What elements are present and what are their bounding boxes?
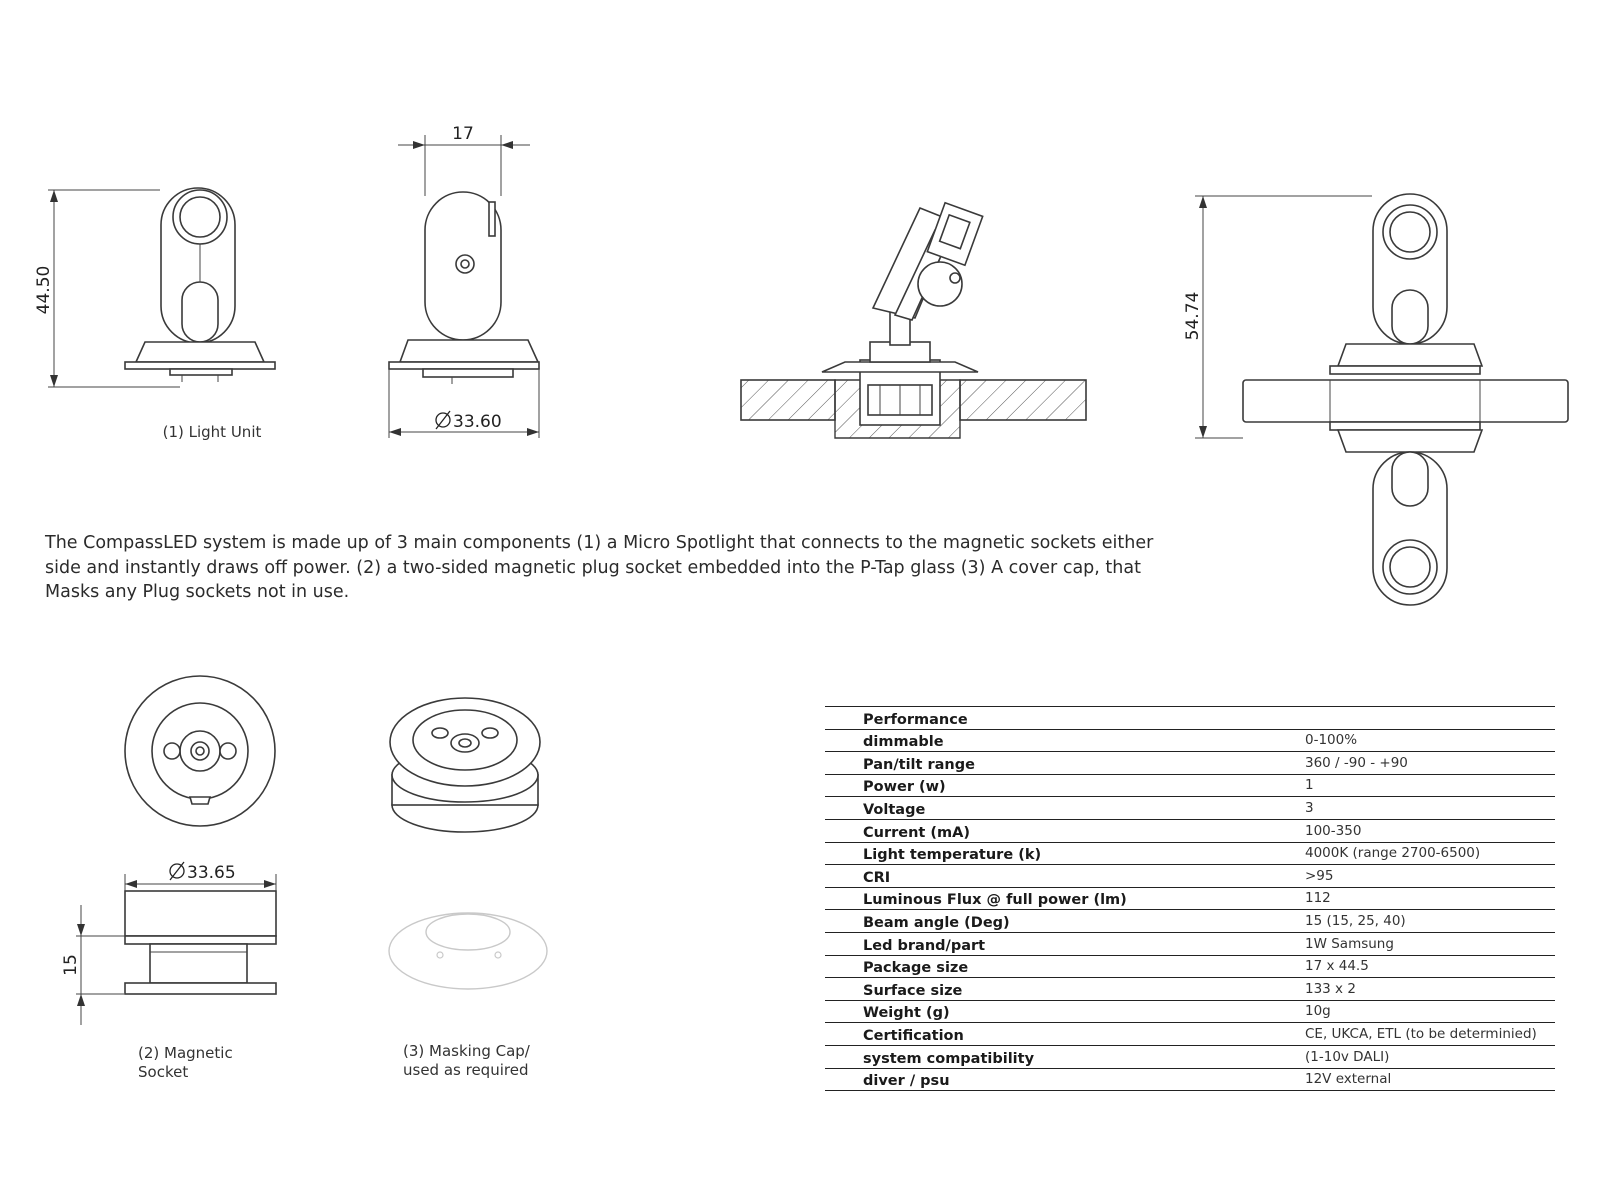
dim-15-label: 15 bbox=[61, 954, 81, 976]
spec-value: CE, UKCA, ETL (to be determinied) bbox=[1305, 1025, 1537, 1042]
spec-header-row: Performance bbox=[825, 706, 1555, 730]
caption-light-unit: (1) Light Unit bbox=[163, 423, 262, 441]
spec-header: Performance bbox=[863, 711, 968, 728]
caption-magnetic-socket: (2) Magnetic Socket bbox=[138, 1044, 233, 1082]
spec-row: system compatibility (1-10v DALI) bbox=[825, 1046, 1555, 1069]
spec-property: Led brand/part bbox=[863, 937, 986, 954]
spec-value: 15 (15, 25, 40) bbox=[1305, 912, 1406, 929]
section-view bbox=[740, 201, 1087, 439]
height-dimension-54-74: 54.74 bbox=[1183, 195, 1372, 439]
spec-row: dimmable 0-100% bbox=[825, 730, 1555, 753]
dim-44-50-label: 44.50 bbox=[34, 266, 54, 315]
spec-row: Power (w) 1 bbox=[825, 775, 1555, 798]
spec-value: 12V external bbox=[1305, 1071, 1392, 1088]
dim-54-74-label: 54.74 bbox=[1183, 292, 1203, 341]
spec-property: Power (w) bbox=[863, 779, 946, 796]
spec-property: system compatibility bbox=[863, 1050, 1035, 1067]
description-line-2: side and instantly draws off power. (2) … bbox=[45, 557, 1141, 578]
spec-property: Light temperature (k) bbox=[863, 847, 1042, 864]
spec-property: diver / psu bbox=[863, 1073, 950, 1090]
caption-socket-line-1: (2) Magnetic bbox=[138, 1044, 233, 1062]
spec-value: 0-100% bbox=[1305, 732, 1358, 749]
caption-socket-line-2: Socket bbox=[138, 1063, 189, 1081]
spec-property: CRI bbox=[863, 869, 891, 886]
spec-property: dimmable bbox=[863, 734, 944, 751]
spec-value: 1W Samsung bbox=[1305, 935, 1394, 952]
light-unit-front-view bbox=[124, 187, 276, 382]
dim-33-65-label: 33.65 bbox=[187, 863, 236, 883]
spec-row: Current (mA) 100-350 bbox=[825, 820, 1555, 843]
spec-value: 10g bbox=[1305, 1003, 1331, 1020]
light-unit-side-view bbox=[388, 191, 540, 384]
spec-property: Luminous Flux @ full power (lm) bbox=[863, 892, 1127, 909]
spec-value: 4000K (range 2700-6500) bbox=[1305, 845, 1481, 862]
caption-cap-line-2: used as required bbox=[403, 1061, 529, 1079]
spec-row: Certification CE, UKCA, ETL (to be determ… bbox=[825, 1023, 1555, 1046]
spec-row: Light temperature (k) 4000K (range 2700-6… bbox=[825, 843, 1555, 866]
spec-property: Current (mA) bbox=[863, 824, 970, 841]
caption-masking-cap: (3) Masking Cap/ used as required bbox=[403, 1042, 530, 1080]
performance-spec-table: Performance dimmable 0-100% Pan/tilt range… bbox=[825, 706, 1555, 1092]
spec-value: >95 bbox=[1305, 867, 1334, 884]
spec-property: Certification bbox=[863, 1027, 964, 1044]
diameter-dimension-33-65: 33.65 bbox=[124, 861, 277, 891]
assembly-view bbox=[1242, 193, 1569, 606]
dim-33-60-label: 33.60 bbox=[453, 412, 502, 432]
spec-property: Package size bbox=[863, 960, 969, 977]
masking-cap-view bbox=[388, 912, 548, 990]
spec-row: Pan/tilt range 360 / -90 - +90 bbox=[825, 752, 1555, 775]
spec-property: Pan/tilt range bbox=[863, 756, 975, 773]
spec-value: 1 bbox=[1305, 777, 1314, 794]
spec-value: 3 bbox=[1305, 799, 1314, 816]
dim-17-label: 17 bbox=[452, 124, 474, 144]
spec-rows: dimmable 0-100% Pan/tilt range 360 / -90 - … bbox=[825, 730, 1555, 1092]
spec-row: CRI >95 bbox=[825, 865, 1555, 888]
socket-top-view bbox=[124, 675, 276, 827]
spec-row: Beam angle (Deg) 15 (15, 25, 40) bbox=[825, 910, 1555, 933]
diameter-dimension-33-60: 33.60 bbox=[388, 369, 540, 438]
spec-row: Surface size 133 x 2 bbox=[825, 978, 1555, 1001]
width-dimension-17: 17 bbox=[398, 124, 530, 196]
spec-property: Weight (g) bbox=[863, 1005, 950, 1022]
spec-value: 133 x 2 bbox=[1305, 980, 1356, 997]
spec-property: Voltage bbox=[863, 801, 926, 818]
spec-value: 100-350 bbox=[1305, 822, 1362, 839]
spec-value: 112 bbox=[1305, 890, 1331, 907]
spec-property: Surface size bbox=[863, 982, 963, 999]
socket-isometric-view bbox=[389, 697, 541, 833]
description-line-3: Masks any Plug sockets not in use. bbox=[45, 582, 350, 602]
height-dimension-15: 15 bbox=[61, 905, 124, 1025]
spec-row: Package size 17 x 44.5 bbox=[825, 956, 1555, 979]
spec-row: Weight (g) 10g bbox=[825, 1001, 1555, 1024]
spec-row: Led brand/part 1W Samsung bbox=[825, 933, 1555, 956]
spec-row: Luminous Flux @ full power (lm) 112 bbox=[825, 888, 1555, 911]
spec-value: (1-10v DALI) bbox=[1305, 1048, 1390, 1065]
description-line-1: The CompassLED system is made up of 3 ma… bbox=[45, 533, 1154, 553]
diameter-symbol-icon bbox=[435, 412, 451, 428]
spec-value: 360 / -90 - +90 bbox=[1305, 754, 1408, 771]
spec-row: diver / psu 12V external bbox=[825, 1069, 1555, 1092]
height-dimension-44-50: 44.50 bbox=[34, 189, 180, 388]
spec-value: 17 x 44.5 bbox=[1305, 958, 1369, 975]
diameter-symbol-icon-2 bbox=[169, 863, 185, 879]
system-description: The CompassLED system is made up of 3 ma… bbox=[45, 531, 1265, 605]
socket-side-view bbox=[124, 890, 277, 995]
spec-row: Voltage 3 bbox=[825, 797, 1555, 820]
spec-property: Beam angle (Deg) bbox=[863, 914, 1010, 931]
caption-cap-line-1: (3) Masking Cap/ bbox=[403, 1042, 530, 1060]
